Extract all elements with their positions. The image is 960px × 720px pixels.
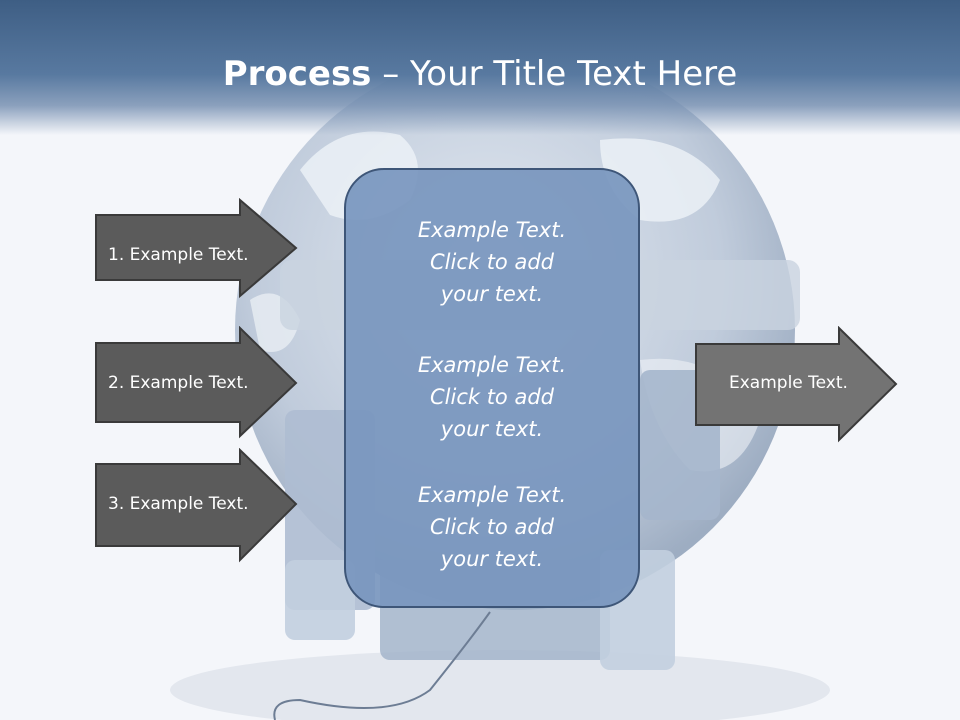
block-2-line-3: your text. bbox=[440, 417, 544, 441]
block-1-line-3: your text. bbox=[440, 282, 544, 306]
block-3-line-2: Click to add bbox=[429, 515, 554, 539]
output-arrow[interactable] bbox=[694, 326, 900, 444]
block-3-line-1: Example Text. bbox=[417, 483, 567, 507]
page-title[interactable]: Process – Your Title Text Here bbox=[0, 52, 960, 96]
title-rest: – Your Title Text Here bbox=[371, 54, 738, 94]
block-3-line-3: your text. bbox=[440, 547, 544, 571]
block-1-line-1: Example Text. bbox=[417, 218, 567, 242]
title-bar bbox=[0, 0, 960, 135]
input-arrow-1[interactable] bbox=[94, 198, 300, 302]
input-arrow-2[interactable] bbox=[94, 326, 300, 440]
input-arrow-3[interactable] bbox=[94, 448, 300, 566]
center-text-box[interactable]: Example Text. Click to add your text. Ex… bbox=[344, 168, 640, 608]
input-arrow-1-label: 1. Example Text. bbox=[108, 245, 249, 265]
center-text-block-1: Example Text. Click to add your text. bbox=[346, 214, 638, 310]
title-bold: Process bbox=[222, 54, 372, 94]
input-arrow-3-label: 3. Example Text. bbox=[108, 494, 249, 514]
block-1-line-2: Click to add bbox=[429, 250, 554, 274]
input-arrow-2-label: 2. Example Text. bbox=[108, 373, 249, 393]
output-arrow-label: Example Text. bbox=[729, 373, 848, 393]
center-text-block-2: Example Text. Click to add your text. bbox=[346, 349, 638, 445]
block-2-line-2: Click to add bbox=[429, 385, 554, 409]
block-2-line-1: Example Text. bbox=[417, 353, 567, 377]
center-text-block-3: Example Text. Click to add your text. bbox=[346, 479, 638, 575]
